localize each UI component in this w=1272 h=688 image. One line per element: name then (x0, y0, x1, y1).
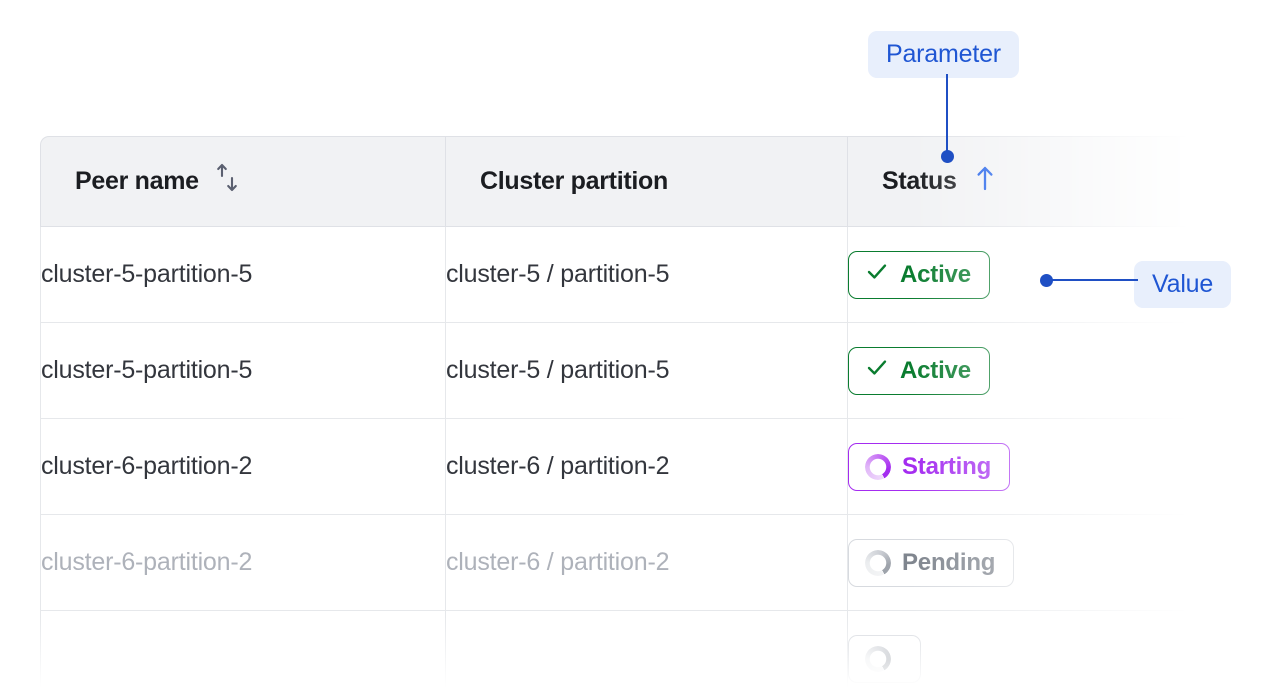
cell-status: Active (847, 323, 1195, 419)
cell-status: Pending (847, 515, 1195, 611)
cell-status (847, 611, 1195, 688)
column-header-status[interactable]: Status (847, 136, 1195, 227)
check-icon (865, 259, 889, 290)
cell-peer-name: cluster-6-partition-2 (40, 515, 445, 611)
table-body: cluster-5-partition-5 cluster-5 / partit… (40, 227, 1195, 688)
spinner-icon (865, 645, 891, 672)
status-badge (848, 634, 921, 683)
status-badge-label: Active (900, 260, 971, 288)
status-badge-label: Pending (902, 548, 996, 576)
annotation-parameter-dot (941, 150, 954, 163)
status-badge-label: Active (900, 356, 971, 384)
sort-up-icon[interactable] (971, 163, 999, 200)
table-row[interactable]: cluster-6-partition-2 cluster-6 / partit… (40, 515, 1195, 611)
table-container: Peer name Cluster partition (40, 136, 1195, 688)
cell-peer-name: cluster-5-partition-5 (40, 227, 445, 323)
spinner-icon (865, 453, 891, 480)
cell-peer-name (40, 611, 445, 688)
spinner-icon (865, 549, 891, 576)
column-header-cluster-partition-label: Cluster partition (480, 167, 668, 195)
column-header-peer-name[interactable]: Peer name (40, 136, 445, 227)
annotation-parameter-label: Parameter (868, 31, 1019, 78)
annotation-value-label: Value (1134, 261, 1232, 308)
status-badge: Pending (848, 538, 1015, 587)
table-row[interactable]: cluster-6-partition-2 cluster-6 / partit… (40, 419, 1195, 515)
sort-updown-icon[interactable] (213, 162, 243, 201)
status-badge-label: Starting (902, 452, 992, 480)
annotation-value-dot (1040, 274, 1053, 287)
table-row[interactable]: cluster-5-partition-5 cluster-5 / partit… (40, 227, 1195, 323)
cell-peer-name: cluster-6-partition-2 (40, 419, 445, 515)
annotation-parameter-connector (946, 74, 948, 156)
peers-table: Peer name Cluster partition (40, 136, 1195, 688)
cell-status: Starting (847, 419, 1195, 515)
cell-cluster-partition: cluster-5 / partition-5 (445, 323, 847, 419)
column-header-peer-name-label: Peer name (75, 167, 199, 195)
table-row[interactable] (40, 611, 1195, 688)
table-row[interactable]: cluster-5-partition-5 cluster-5 / partit… (40, 323, 1195, 419)
status-badge: Active (848, 346, 990, 395)
status-badge: Starting (848, 442, 1011, 491)
cell-cluster-partition: cluster-5 / partition-5 (445, 227, 847, 323)
annotation-value-connector (1046, 279, 1138, 281)
check-icon (865, 355, 889, 386)
column-header-status-label: Status (882, 167, 957, 195)
column-header-cluster-partition[interactable]: Cluster partition (445, 136, 847, 227)
cell-cluster-partition: cluster-6 / partition-2 (445, 515, 847, 611)
status-badge: Active (848, 250, 990, 299)
cell-cluster-partition (445, 611, 847, 688)
cell-cluster-partition: cluster-6 / partition-2 (445, 419, 847, 515)
cell-peer-name: cluster-5-partition-5 (40, 323, 445, 419)
table-header-row: Peer name Cluster partition (40, 136, 1195, 227)
table-header: Peer name Cluster partition (40, 136, 1195, 227)
